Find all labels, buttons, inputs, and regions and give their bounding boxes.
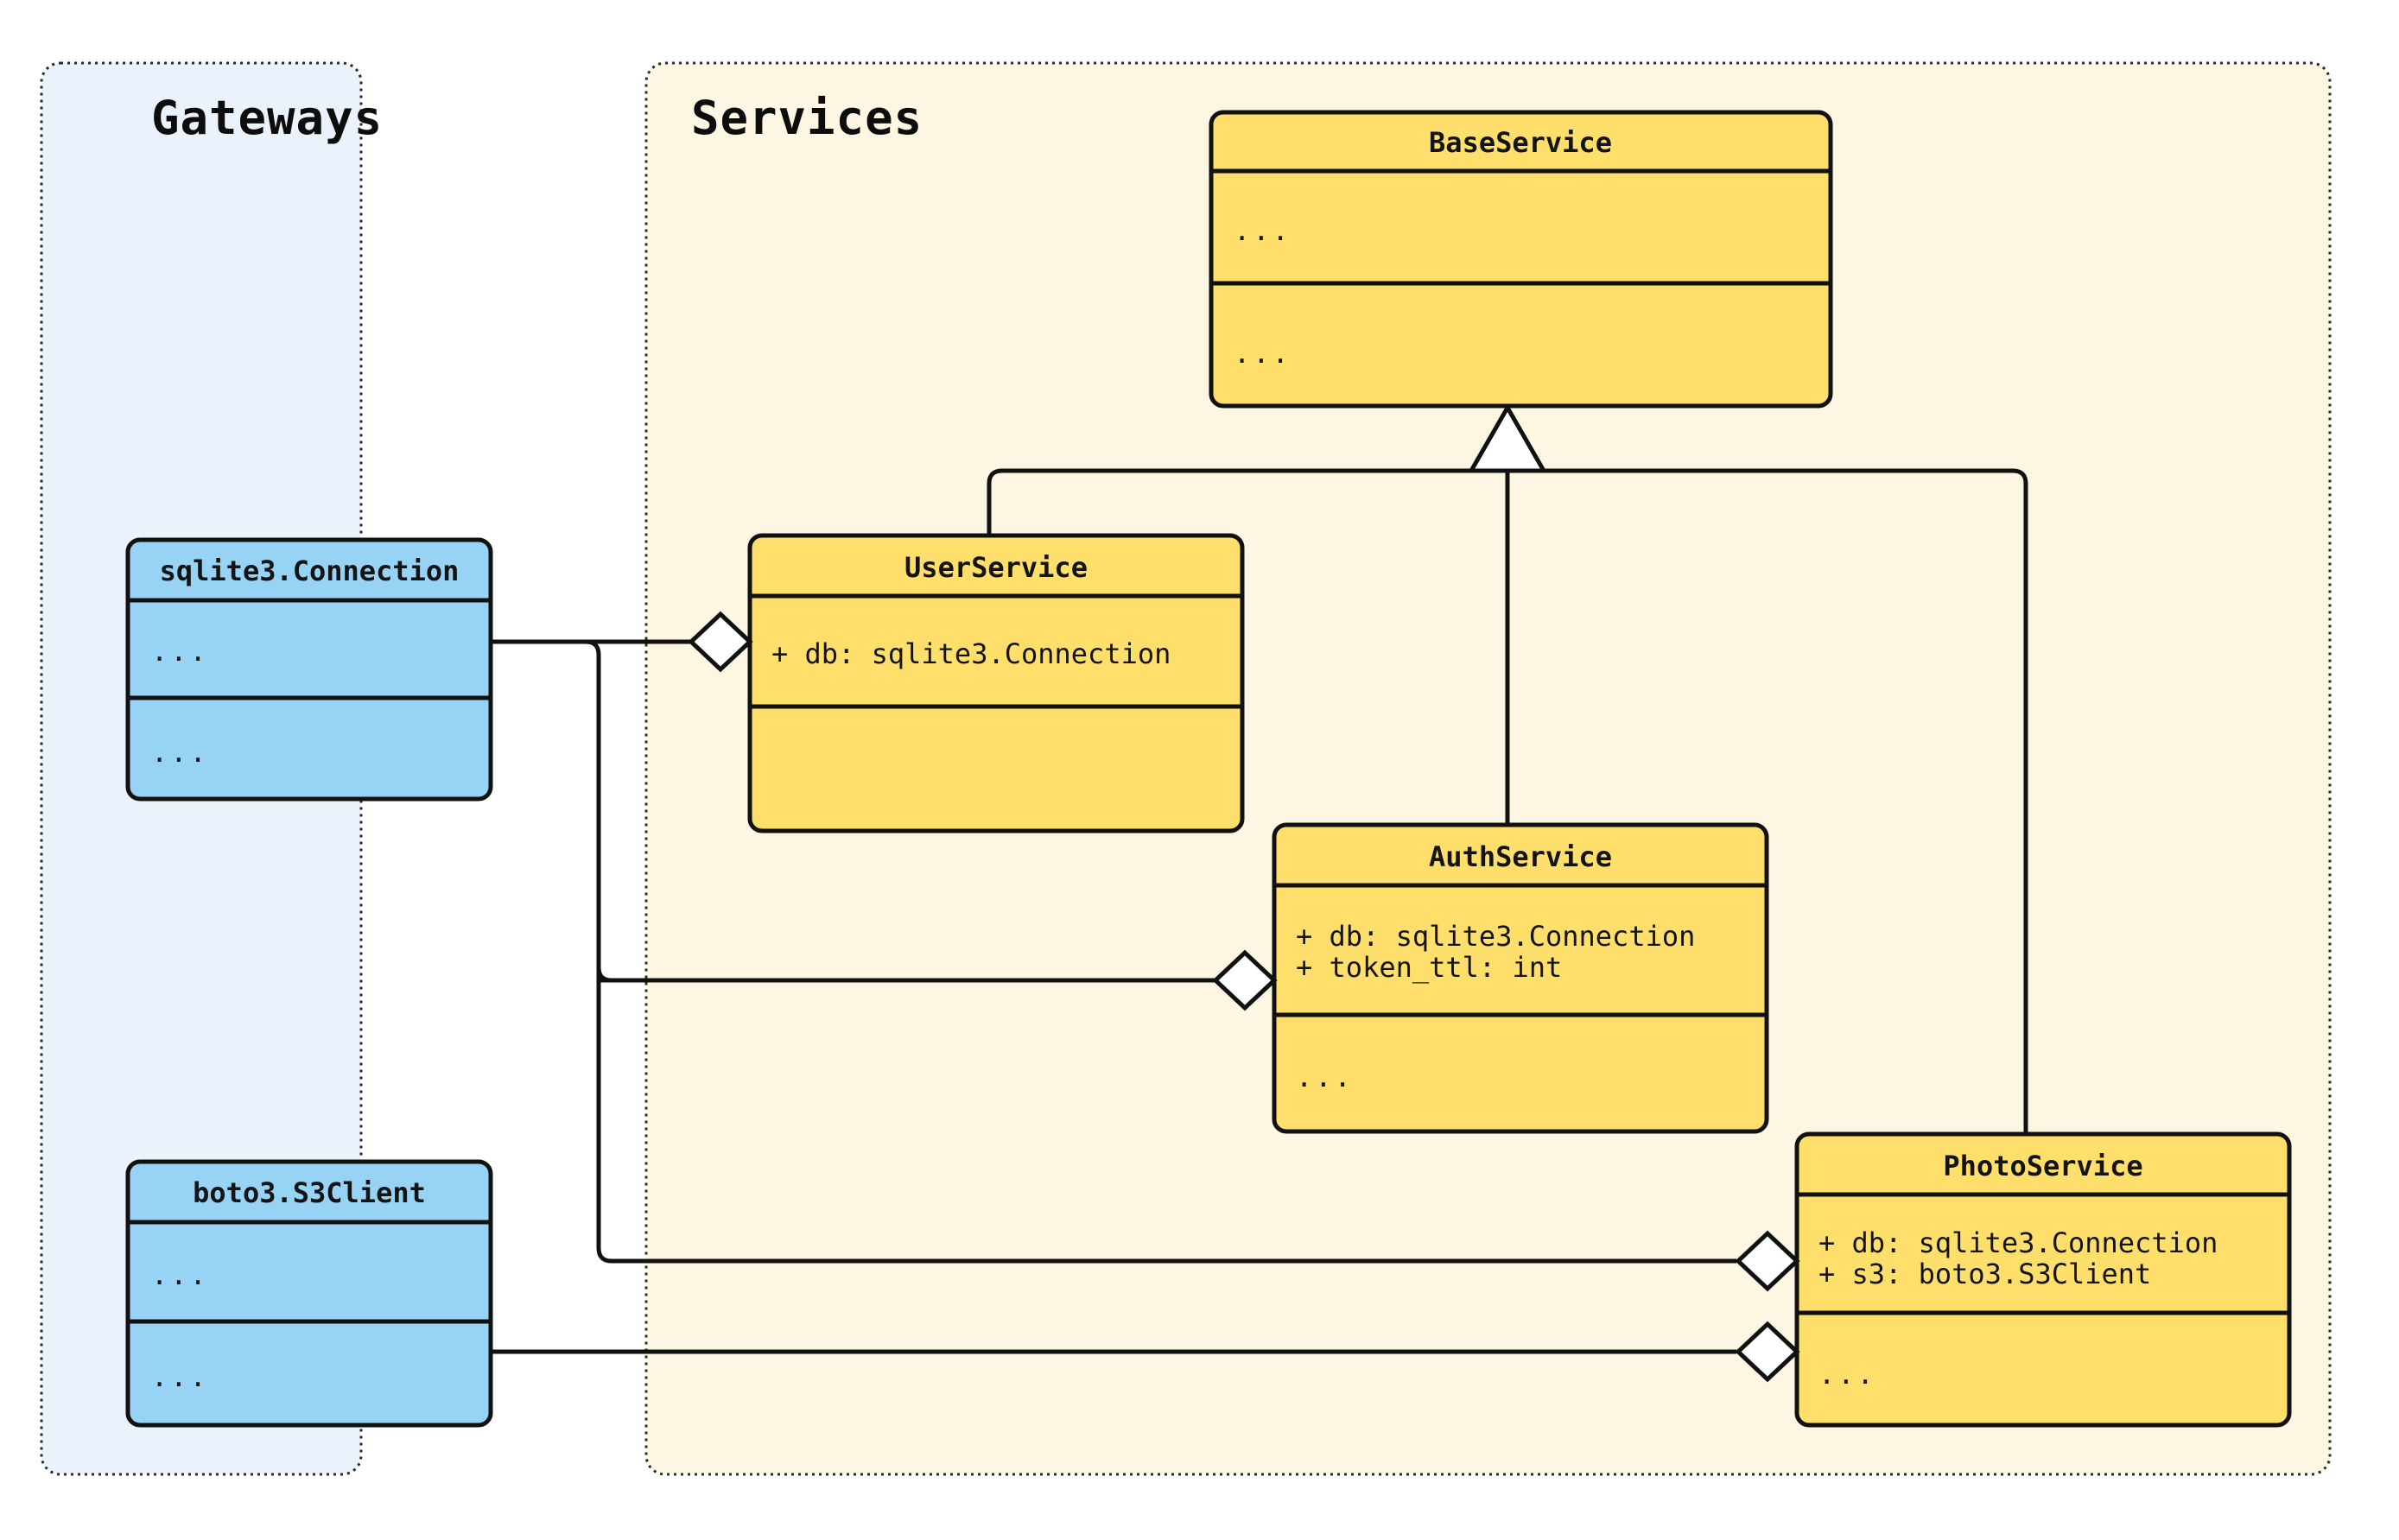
class-authservice-attribute-1: + token_ttl: int bbox=[1296, 951, 1562, 984]
edge-sqlite3-authservice-corner bbox=[596, 966, 612, 983]
generalization-edges bbox=[987, 402, 2028, 1134]
class-photoservice-body bbox=[1794, 1131, 2292, 1428]
package-services-frame bbox=[644, 61, 2332, 1476]
aggregation-edges-sqlite3 bbox=[491, 639, 1736, 1264]
class-baseservice-attribute-0: ... bbox=[1234, 214, 1292, 247]
class-sqlite3-connection-method-0: ... bbox=[151, 736, 209, 769]
class-userservice[interactable]: UserService + db: sqlite3.Connection bbox=[747, 533, 1245, 833]
class-photoservice-attribute-0: + db: sqlite3.Connection bbox=[1818, 1226, 2218, 1259]
class-photoservice-name: PhotoService bbox=[1943, 1150, 2142, 1182]
class-boto3-s3client[interactable]: boto3.S3Client ... ... bbox=[125, 1159, 493, 1428]
class-baseservice-name: BaseService bbox=[1429, 126, 1612, 159]
class-boto3-s3client-attribute-0: ... bbox=[151, 1258, 209, 1291]
aggregation-diamond-icon-photoservice-s3 bbox=[1735, 1321, 1800, 1383]
class-baseservice[interactable]: BaseService ... ... bbox=[1209, 110, 1833, 409]
class-sqlite3-connection-body bbox=[125, 537, 493, 802]
class-sqlite3-connection-name: sqlite3.Connection bbox=[160, 555, 460, 587]
class-photoservice-attribute-1: + s3: boto3.S3Client bbox=[1818, 1258, 2151, 1290]
aggregation-markers bbox=[688, 611, 1800, 1383]
class-authservice[interactable]: AuthService + db: sqlite3.Connection + t… bbox=[1272, 822, 1769, 1134]
class-authservice-name: AuthService bbox=[1429, 840, 1612, 873]
aggregation-diamond-icon-authservice bbox=[1212, 949, 1278, 1011]
edge-photoservice-to-baseservice bbox=[2012, 468, 2028, 1134]
class-userservice-name: UserService bbox=[904, 551, 1088, 584]
edge-userservice-to-baseservice bbox=[987, 468, 1003, 536]
class-boto3-s3client-body bbox=[125, 1159, 493, 1428]
package-gateways-title: Gateways bbox=[151, 91, 383, 145]
class-photoservice[interactable]: PhotoService + db: sqlite3.Connection + … bbox=[1794, 1131, 2292, 1428]
class-photoservice-method-0: ... bbox=[1818, 1358, 1876, 1391]
package-services-title: Services bbox=[691, 91, 923, 145]
package-services[interactable]: Services bbox=[644, 61, 2332, 1476]
aggregation-diamond-icon-userservice bbox=[688, 611, 753, 673]
class-authservice-method-0: ... bbox=[1296, 1061, 1354, 1093]
class-sqlite3-connection[interactable]: sqlite3.Connection ... ... bbox=[125, 537, 493, 802]
class-boto3-s3client-name: boto3.S3Client bbox=[193, 1176, 426, 1209]
class-sqlite3-connection-attribute-0: ... bbox=[151, 635, 209, 668]
class-userservice-attribute-0: + db: sqlite3.Connection bbox=[771, 637, 1171, 670]
generalization-triangle-icon bbox=[1467, 402, 1548, 473]
class-userservice-body bbox=[747, 533, 1245, 833]
class-baseservice-method-0: ... bbox=[1234, 337, 1292, 370]
class-baseservice-body bbox=[1209, 110, 1833, 409]
class-authservice-attribute-0: + db: sqlite3.Connection bbox=[1296, 920, 1695, 953]
class-boto3-s3client-method-0: ... bbox=[151, 1360, 209, 1393]
aggregation-diamond-icon-photoservice-db bbox=[1735, 1230, 1800, 1292]
